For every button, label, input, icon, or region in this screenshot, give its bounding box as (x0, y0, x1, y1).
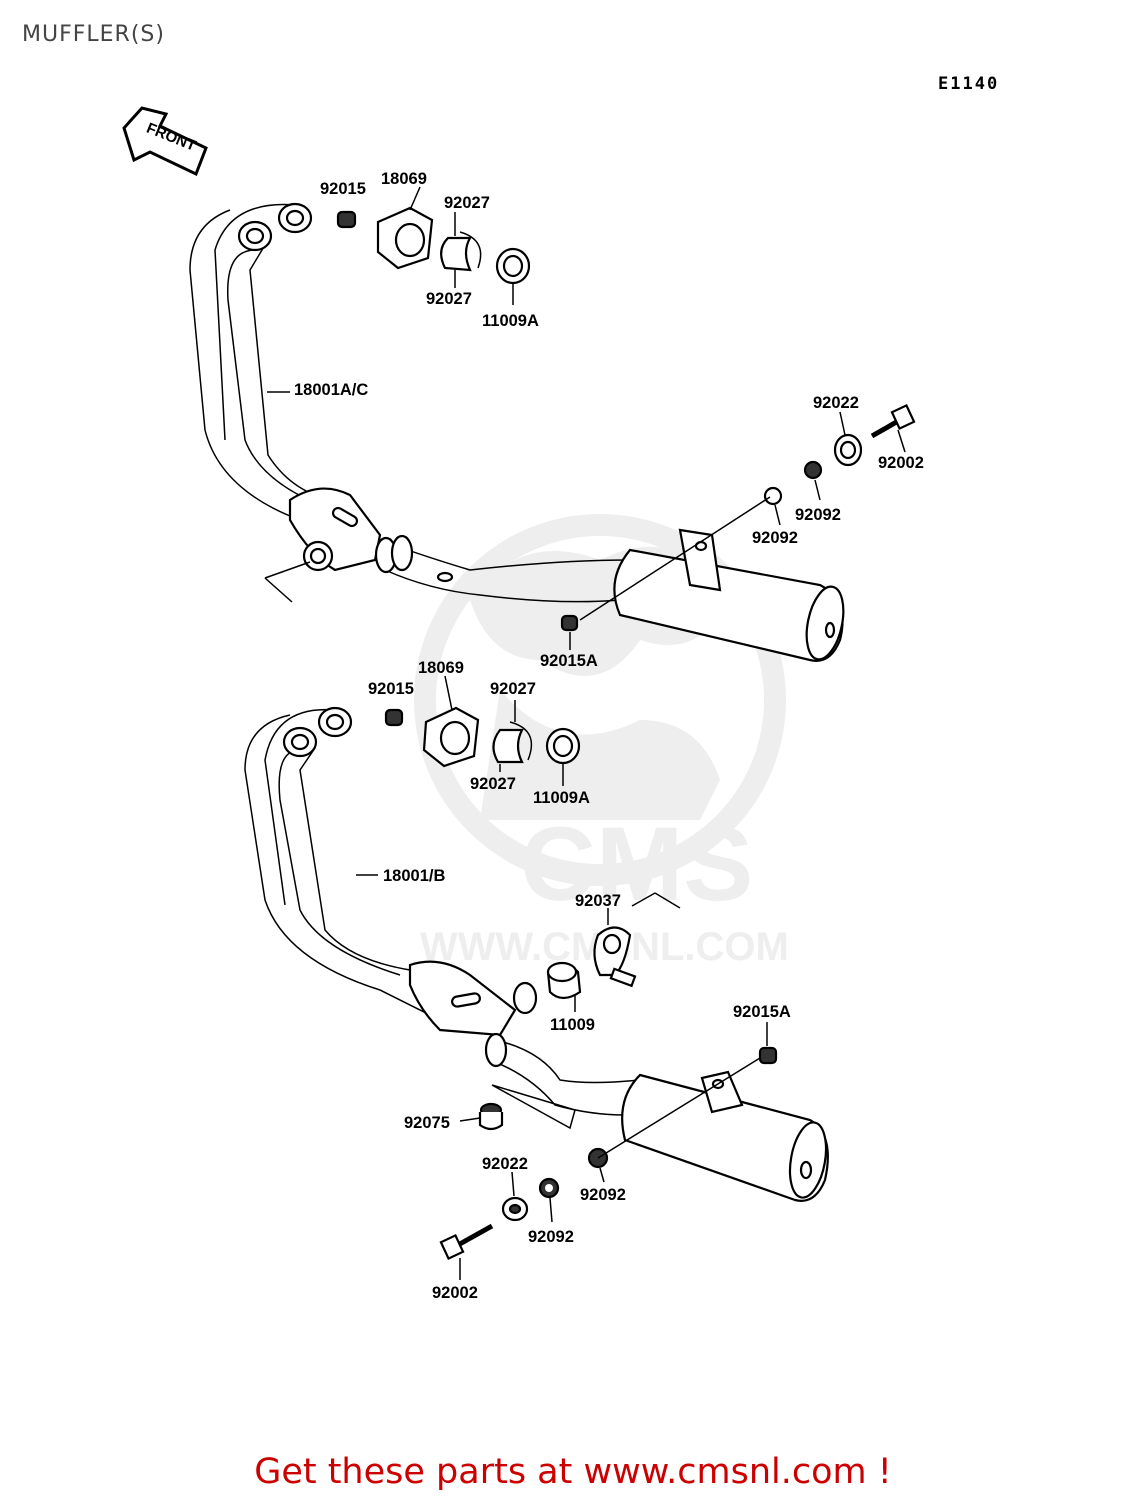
callout-lower-18001B: 18001/B (383, 867, 445, 885)
lower-clamp-92037 (593, 926, 637, 988)
upper-muffler (613, 528, 845, 662)
upper-washer-92022 (833, 433, 863, 467)
callout-upper-11009A: 11009A (482, 312, 539, 330)
upper-nut-92015A (560, 614, 579, 632)
upper-bush-92092-b (763, 486, 783, 506)
lower-callouts: 92015 18069 92027 92027 11009A 18001/B 9… (368, 659, 791, 1302)
lower-header-pipe (244, 706, 641, 1130)
callout-upper-92092-a: 92092 (795, 506, 841, 524)
callout-lower-92015A: 92015A (733, 1003, 791, 1021)
upper-bush-92092-a (803, 460, 823, 480)
callout-upper-18001AC: 18001A/C (294, 381, 368, 399)
callout-lower-11009A: 11009A (533, 789, 590, 807)
upper-collar-92027 (440, 231, 482, 272)
callout-upper-92015A: 92015A (540, 652, 598, 670)
callout-lower-92027-bottom: 92027 (470, 775, 516, 793)
lower-gasket-11009A (545, 727, 581, 765)
lower-bolt-92002 (439, 1223, 494, 1260)
callout-upper-92027-bottom: 92027 (426, 290, 472, 308)
upper-header-pipe (189, 202, 631, 603)
upper-gasket-11009A (495, 247, 531, 285)
lower-holder-18069 (422, 706, 480, 768)
watermark-brand: CMS (520, 806, 753, 923)
callout-lower-92092-a: 92092 (528, 1228, 574, 1246)
promo-link[interactable]: Get these parts at www.cmsnl.com ! (254, 1452, 892, 1492)
callout-lower-92037: 92037 (575, 892, 621, 910)
diagram-code: E1140 (938, 74, 1000, 94)
lower-damper-92075 (478, 1102, 504, 1131)
callout-lower-11009: 11009 (550, 1016, 595, 1034)
upper-callouts: 92015 18069 92027 92027 11009A 18001A/C … (294, 170, 924, 670)
upper-exhaust-assembly (189, 186, 916, 662)
callout-upper-92002: 92002 (878, 454, 924, 472)
front-arrow: FRONT (122, 106, 208, 177)
page-title: MUFFLER(S) (22, 22, 165, 47)
upper-holder-18069 (376, 206, 434, 270)
callout-upper-92092-b: 92092 (752, 529, 798, 547)
lower-nut-92015A (758, 1046, 778, 1065)
upper-bolt-92002 (870, 404, 916, 439)
callout-upper-92027-top: 92027 (444, 194, 490, 212)
lower-gasket-11009 (546, 961, 582, 1000)
lower-muffler (621, 1070, 829, 1202)
callout-lower-92015: 92015 (368, 680, 414, 698)
lower-collar-92027 (492, 721, 533, 764)
callout-upper-92022: 92022 (813, 394, 859, 412)
callout-lower-18069: 18069 (418, 659, 464, 677)
callout-lower-92092-b: 92092 (580, 1186, 626, 1204)
callout-lower-92022: 92022 (482, 1155, 528, 1173)
lower-bush-92092-a (538, 1177, 560, 1199)
upper-nut-92015 (336, 210, 357, 229)
callout-lower-92075: 92075 (404, 1114, 450, 1132)
lower-nut-92015 (384, 708, 404, 727)
callout-upper-92015: 92015 (320, 180, 366, 198)
callout-lower-92002: 92002 (432, 1284, 478, 1302)
lower-exhaust-assembly (244, 675, 829, 1280)
callout-upper-18069: 18069 (381, 170, 427, 188)
callout-lower-92027-top: 92027 (490, 680, 536, 698)
exploded-parts-diagram: CMS WWW.CMSNL.COM FRONT (122, 106, 924, 1302)
lower-washer-92022 (501, 1196, 529, 1222)
